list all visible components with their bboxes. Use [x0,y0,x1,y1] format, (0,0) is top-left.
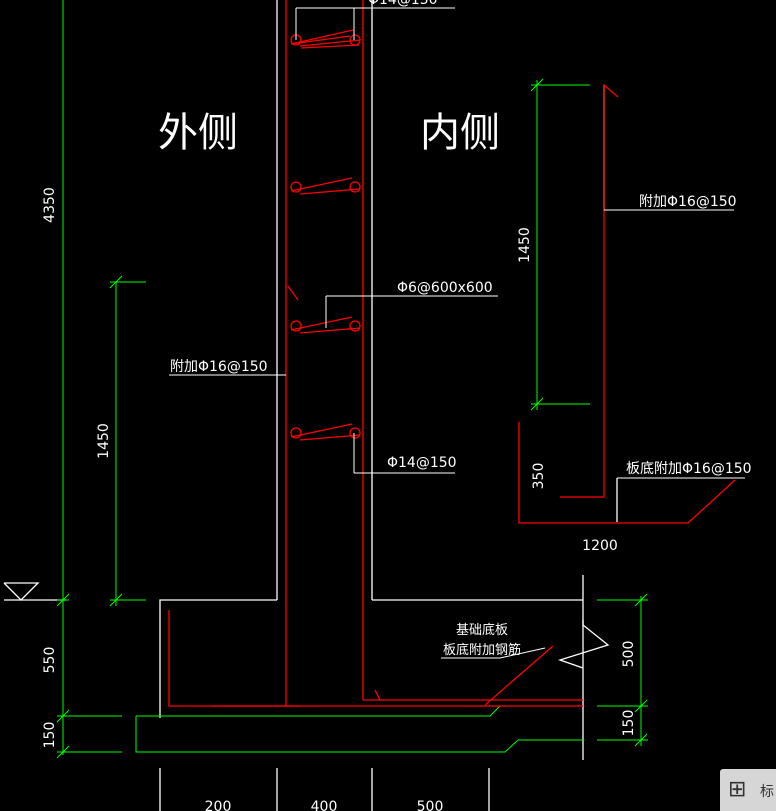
label-top-bar: Φ14@150 [368,0,438,8]
tie-3 [290,316,361,334]
label-outer-side: 外侧 [158,110,238,156]
corner-tab[interactable]: ⊞ 标 [720,769,776,811]
dim-1450-detail: 1450 [517,227,533,263]
rebar [168,0,736,707]
tie-1 [290,29,361,49]
label-inner-side: 内侧 [420,110,500,156]
leader-lines [169,7,745,659]
label-add-rebar-left: 附加Φ16@150 [170,359,268,375]
dimension-lines [56,0,648,759]
dim-350: 350 [531,463,547,490]
label-tie-bar: Φ6@600x600 [397,280,493,296]
dim-200-bottom: 200 [205,799,232,811]
corner-tab-label: 标 [760,784,774,800]
dim-500: 500 [621,641,637,668]
dim-500-bottom: 500 [417,799,444,811]
dim-1450-left: 1450 [96,423,112,459]
label-vertical-bar: Φ14@150 [387,455,457,471]
tie-4 [290,423,361,441]
tie-2 [290,177,361,195]
label-slab-bottom-rebar: 板底附加钢筋 [443,642,521,658]
dim-150-right: 150 [621,710,637,737]
apps-grid-icon: ⊞ [728,777,747,802]
structure-outline [3,0,618,811]
dim-400-bottom: 400 [311,799,338,811]
dim-150-left: 150 [42,722,58,749]
label-slab-bottom-add: 板底附加Φ16@150 [626,461,752,477]
label-foundation-slab: 基础底板 [456,622,508,638]
dim-4350: 4350 [42,187,58,223]
dim-1200: 1200 [582,538,618,554]
dim-550: 550 [42,647,58,674]
label-add-rebar-right: 附加Φ16@150 [639,194,737,210]
